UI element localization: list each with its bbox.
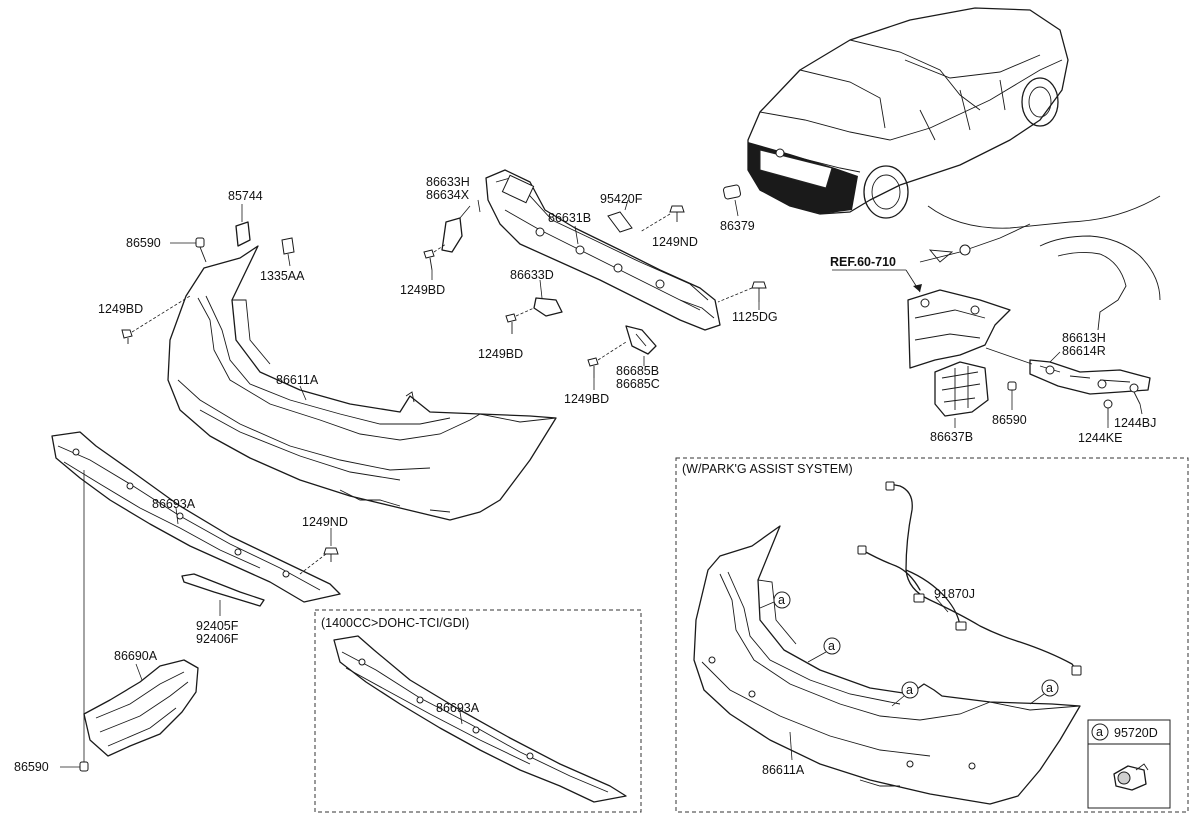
svg-text:a: a [828,639,835,653]
label-1249BD-mid: 1249BD [478,347,523,361]
label-86690A: 86690A [114,649,158,663]
label-86611A-park: 86611A [762,763,805,777]
label-86379: 86379 [720,219,755,233]
bolt-86590-bottom [60,761,89,772]
label-95420F: 95420F [600,192,643,206]
sensor-callout-4: a [1029,679,1059,705]
car-illustration [747,7,1069,219]
reflector-92405F [181,573,265,607]
label-86685C: 86685C [616,377,660,391]
sensor-callout-2: a [807,637,841,663]
label-1125DG: 1125DG [732,310,778,324]
side-bracket [1029,359,1151,395]
label-1249ND-low: 1249ND [302,515,348,529]
bolt-1249ND-top [639,205,685,233]
bolt-1244KE [1103,399,1113,428]
part-86637B [934,361,989,417]
svg-text:a: a [1046,681,1053,695]
label-86634X: 86634X [426,188,470,202]
label-86613H: 86613H [1062,331,1106,345]
part-95420F [607,199,633,233]
gdi-variant-note: (1400CC>DOHC-TCI/GDI) [321,616,469,630]
park-assist-box [675,457,1189,813]
bracket-86633D [533,297,563,317]
legend-symbol-circle [1091,723,1109,741]
label-86693A-main: 86693A [152,497,196,511]
bolt-1249ND-low [299,528,339,575]
label-86611A-main: 86611A [276,373,319,387]
lower-trim-86693A [51,431,341,603]
bolt-1125DG [717,281,767,310]
label-86685B: 86685B [616,364,659,378]
bumper-cover-86611A-park [693,525,1081,805]
bolt-1249BD-low [587,341,627,390]
label-86590-right: 86590 [992,413,1027,427]
bracket-86633H [441,217,463,253]
legend-symbol: a [1096,725,1103,739]
label-1249ND-top: 1249ND [652,235,698,249]
bolt-1249BD-bracket [423,243,447,280]
bracket-86685B [625,325,657,355]
label-85744: 85744 [228,189,263,203]
sensor-callout-1: a [759,591,791,609]
wiring-91870J [857,481,1082,676]
label-92406F: 92406F [196,632,239,646]
bolt-1244BJ [1129,383,1143,415]
ref-label: REF.60-710 [830,255,896,269]
bolt-86590-right [1007,381,1017,410]
legend-part: 95720D [1114,726,1158,740]
ref-arrowhead [913,284,922,292]
parking-sensor-icon [1113,763,1149,791]
label-86590-top: 86590 [126,236,161,250]
label-86633D: 86633D [510,268,554,282]
bumper-cover-86611A [167,245,557,521]
label-86614R: 86614R [1062,344,1106,358]
bolt-86590-top [170,237,207,263]
label-86693A-gdi: 86693A [436,701,480,715]
part-86379 [722,184,742,217]
label-91870J: 91870J [934,587,975,601]
leader-86613H-b [1049,351,1061,363]
svg-text:a: a [778,593,785,607]
fender-detail [907,195,1161,369]
bolt-1249BD-left [121,295,191,344]
label-86637B: 86637B [930,430,973,444]
label-86633H: 86633H [426,175,470,189]
label-1244KE: 1244KE [1078,431,1122,445]
undercover-86690A [83,659,199,757]
bolt-1249BD-mid [505,307,535,334]
label-1244BJ: 1244BJ [1114,416,1156,430]
label-86590-bottom: 86590 [14,760,49,774]
svg-text:a: a [906,683,913,697]
label-86631B: 86631B [548,211,591,225]
label-92405F: 92405F [196,619,239,633]
label-1335AA: 1335AA [260,269,305,283]
reinforcement-beam [485,169,721,331]
gdi-variant-box [314,609,642,813]
park-assist-note: (W/PARK'G ASSIST SYSTEM) [682,462,853,476]
sensor-callout-3: a [891,681,919,707]
part-85744 [235,221,251,247]
label-1249BD-left: 1249BD [98,302,143,316]
label-1249BD-low: 1249BD [564,392,609,406]
leader-86613H [985,347,1033,365]
lower-trim-86693A-gdi [333,635,627,803]
label-1249BD-bracket: 1249BD [400,283,445,297]
part-1335AA [281,237,295,267]
